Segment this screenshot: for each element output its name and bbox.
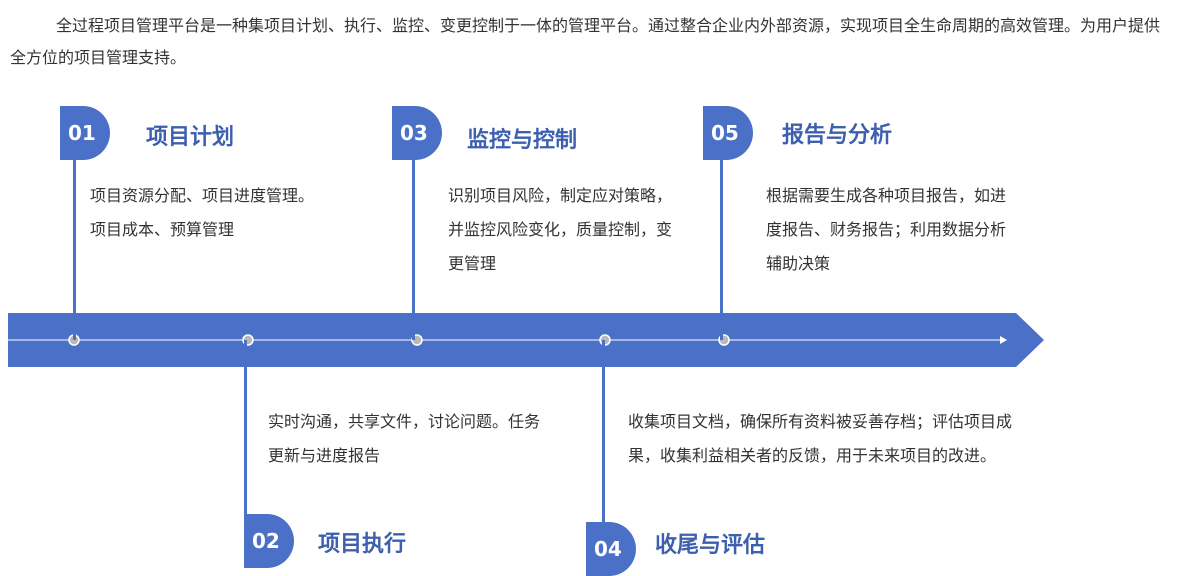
step-title-01: 项目计划: [146, 124, 235, 150]
connector-02: [244, 340, 247, 523]
step-desc-03: 识别项目风险，制定应对策略，并监控风险变化，质量控制，变更管理: [448, 186, 673, 273]
step-desc-02: 实时沟通，共享文件，讨论问题。任务更新与进度报告: [268, 412, 541, 465]
intro-paragraph: 全过程项目管理平台是一种集项目计划、执行、监控、变更控制于一体的管理平台。通过整…: [10, 16, 1161, 67]
step-title-05: 报告与分析: [782, 122, 893, 148]
step-badge-02: 02: [244, 514, 294, 568]
step-desc-01: 项目资源分配、项目进度管理。项目成本、预算管理: [90, 186, 315, 239]
step-desc-05: 根据需要生成各种项目报告，如进度报告、财务报告；利用数据分析辅助决策: [766, 186, 1007, 273]
step-badge-05: 05: [703, 106, 753, 160]
connector-01: [73, 158, 76, 340]
connector-04: [602, 340, 605, 530]
connector-03: [412, 158, 415, 340]
step-badge-04: 04: [586, 522, 636, 576]
step-title-04: 收尾与评估: [655, 532, 766, 558]
timeline-axis-arrowhead: [1000, 336, 1007, 344]
step-title-02: 项目执行: [318, 531, 407, 557]
step-title-03: 监控与控制: [467, 127, 578, 153]
step-desc-04: 收集项目文档，确保所有资料被妥善存档；评估项目成果，收集利益相关者的反馈，用于未…: [628, 412, 1013, 465]
connector-05: [720, 158, 723, 340]
step-badge-01: 01: [60, 106, 110, 160]
step-badge-03: 03: [392, 106, 442, 160]
